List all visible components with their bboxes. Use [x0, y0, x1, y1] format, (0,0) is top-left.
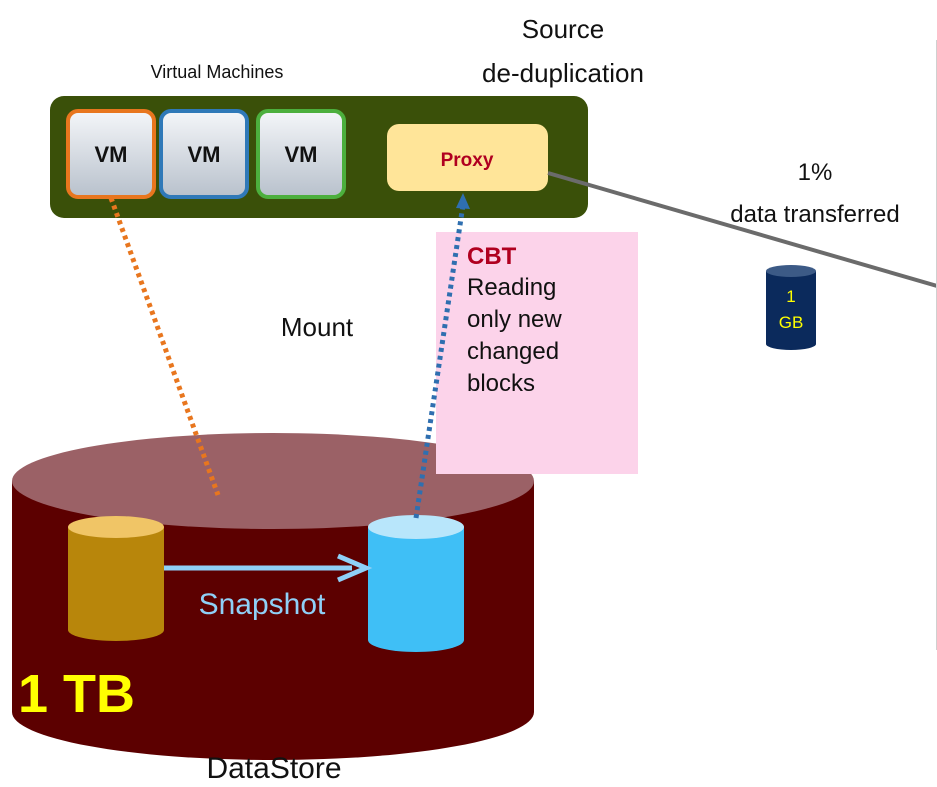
proxy-box[interactable]: Proxy [387, 124, 548, 191]
proxy-label: Proxy [441, 150, 494, 171]
vm-2-label: VM [188, 142, 221, 167]
snapshot-arrow [164, 553, 373, 583]
transfer-size-unit: GB [779, 313, 804, 332]
transfer-text-label: data transferred [730, 201, 899, 228]
source-disk [68, 516, 164, 641]
vm-1[interactable]: VM [66, 109, 156, 199]
transfer-size-disk: 1 GB [766, 265, 816, 350]
transfer-percent-label: 1% [798, 159, 833, 186]
datastore-size-label: 1 TB [18, 664, 135, 724]
virtual-machines-label: Virtual Machines [151, 62, 284, 82]
source-dedup-label-line1: Source [522, 14, 604, 44]
snapshot-label: Snapshot [199, 588, 326, 621]
cbt-arrowhead [456, 193, 470, 209]
cbt-title: CBT [467, 243, 517, 270]
vm-3-label: VM [285, 142, 318, 167]
datastore-label: DataStore [206, 752, 341, 785]
vm-2[interactable]: VM [159, 109, 249, 199]
snapshot-disk [368, 515, 464, 652]
cbt-annotation: CBT Reading only new changed blocks [436, 232, 638, 474]
vm-1-label: VM [95, 142, 128, 167]
cbt-connector [413, 204, 466, 519]
cbt-description: Reading only new changed blocks [467, 274, 562, 397]
transfer-line [547, 171, 937, 288]
source-dedup-label-line2: de-duplication [482, 58, 644, 88]
transfer-size-value: 1 [786, 287, 795, 306]
vm-3[interactable]: VM [256, 109, 346, 199]
mount-label: Mount [281, 312, 354, 342]
